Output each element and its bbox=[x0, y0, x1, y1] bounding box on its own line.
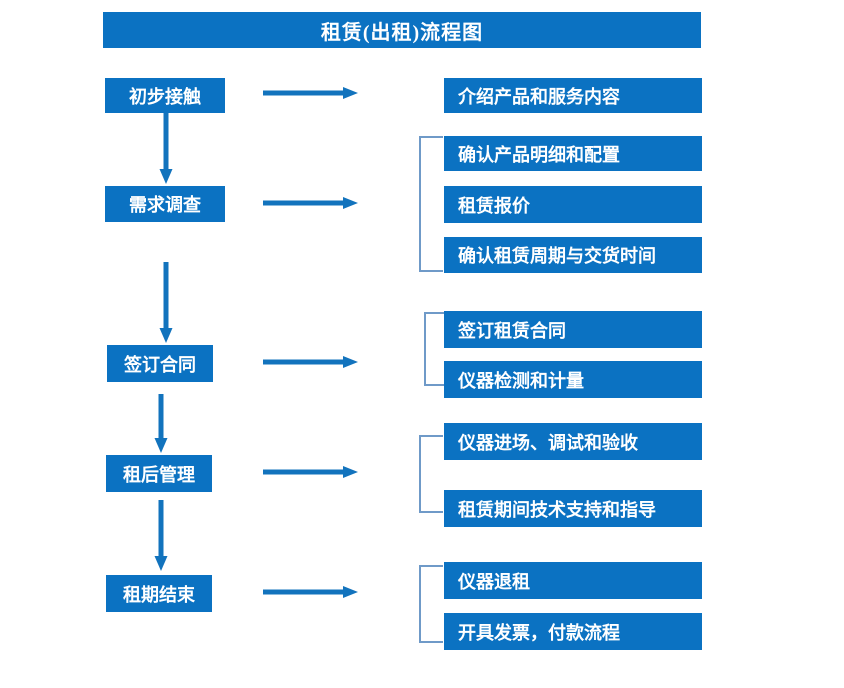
stage-box-demand-survey[interactable]: 需求调查 bbox=[105, 186, 225, 222]
detail-label: 介绍产品和服务内容 bbox=[458, 86, 620, 107]
detail-label: 开具发票，付款流程 bbox=[458, 622, 620, 643]
detail-box-confirm-product-spec[interactable]: 确认产品明细和配置 bbox=[444, 136, 702, 171]
chart-title-bar: 租赁(出租)流程图 bbox=[103, 12, 701, 48]
detail-box-confirm-lease-period[interactable]: 确认租赁周期与交货时间 bbox=[444, 237, 702, 273]
right-arrow-icon-3 bbox=[263, 355, 359, 369]
detail-label: 租赁报价 bbox=[458, 195, 530, 216]
down-arrow-icon-2 bbox=[159, 262, 173, 344]
stage-box-sign-contract[interactable]: 签订合同 bbox=[107, 345, 213, 382]
detail-label: 租赁期间技术支持和指导 bbox=[458, 499, 656, 520]
detail-box-instrument-inspection[interactable]: 仪器检测和计量 bbox=[444, 361, 702, 398]
detail-box-lease-quotation[interactable]: 租赁报价 bbox=[444, 186, 702, 223]
detail-box-instrument-arrival[interactable]: 仪器进场、调试和验收 bbox=[444, 423, 702, 460]
detail-box-sign-lease-contract[interactable]: 签订租赁合同 bbox=[444, 311, 702, 348]
stage-label: 需求调查 bbox=[129, 195, 201, 215]
down-arrow-icon-3 bbox=[154, 394, 168, 454]
detail-box-technical-support[interactable]: 租赁期间技术支持和指导 bbox=[444, 490, 702, 527]
stage-label: 租后管理 bbox=[123, 464, 195, 485]
down-arrow-icon-4 bbox=[154, 500, 168, 572]
chart-title-text: 租赁(出租)流程图 bbox=[320, 21, 484, 44]
detail-label: 仪器进场、调试和验收 bbox=[458, 432, 638, 453]
detail-box-invoice-payment[interactable]: 开具发票，付款流程 bbox=[444, 613, 702, 650]
stage-label: 签订合同 bbox=[124, 354, 196, 375]
detail-label: 仪器检测和计量 bbox=[458, 370, 584, 391]
detail-label: 确认租赁周期与交货时间 bbox=[458, 246, 656, 266]
detail-label: 签订租赁合同 bbox=[458, 320, 566, 341]
stage-box-post-lease-management[interactable]: 租后管理 bbox=[106, 455, 212, 492]
group-bracket-icon-4 bbox=[419, 565, 443, 643]
right-arrow-icon-4 bbox=[263, 465, 359, 479]
detail-box-introduce-products[interactable]: 介绍产品和服务内容 bbox=[444, 78, 702, 113]
group-bracket-icon-1 bbox=[419, 136, 443, 272]
down-arrow-icon-1 bbox=[159, 113, 173, 185]
detail-label: 仪器退租 bbox=[458, 571, 530, 592]
group-bracket-icon-2 bbox=[424, 312, 444, 386]
stage-box-lease-end[interactable]: 租期结束 bbox=[106, 575, 212, 612]
right-arrow-icon-5 bbox=[263, 585, 359, 599]
group-bracket-icon-3 bbox=[419, 435, 443, 513]
detail-box-instrument-return[interactable]: 仪器退租 bbox=[444, 562, 702, 599]
right-arrow-icon-1 bbox=[263, 86, 359, 100]
stage-label: 租期结束 bbox=[123, 584, 195, 605]
right-arrow-icon-2 bbox=[263, 196, 359, 210]
stage-box-preliminary-contact[interactable]: 初步接触 bbox=[105, 78, 225, 113]
stage-label: 初步接触 bbox=[129, 86, 201, 107]
detail-label: 确认产品明细和配置 bbox=[458, 144, 620, 165]
